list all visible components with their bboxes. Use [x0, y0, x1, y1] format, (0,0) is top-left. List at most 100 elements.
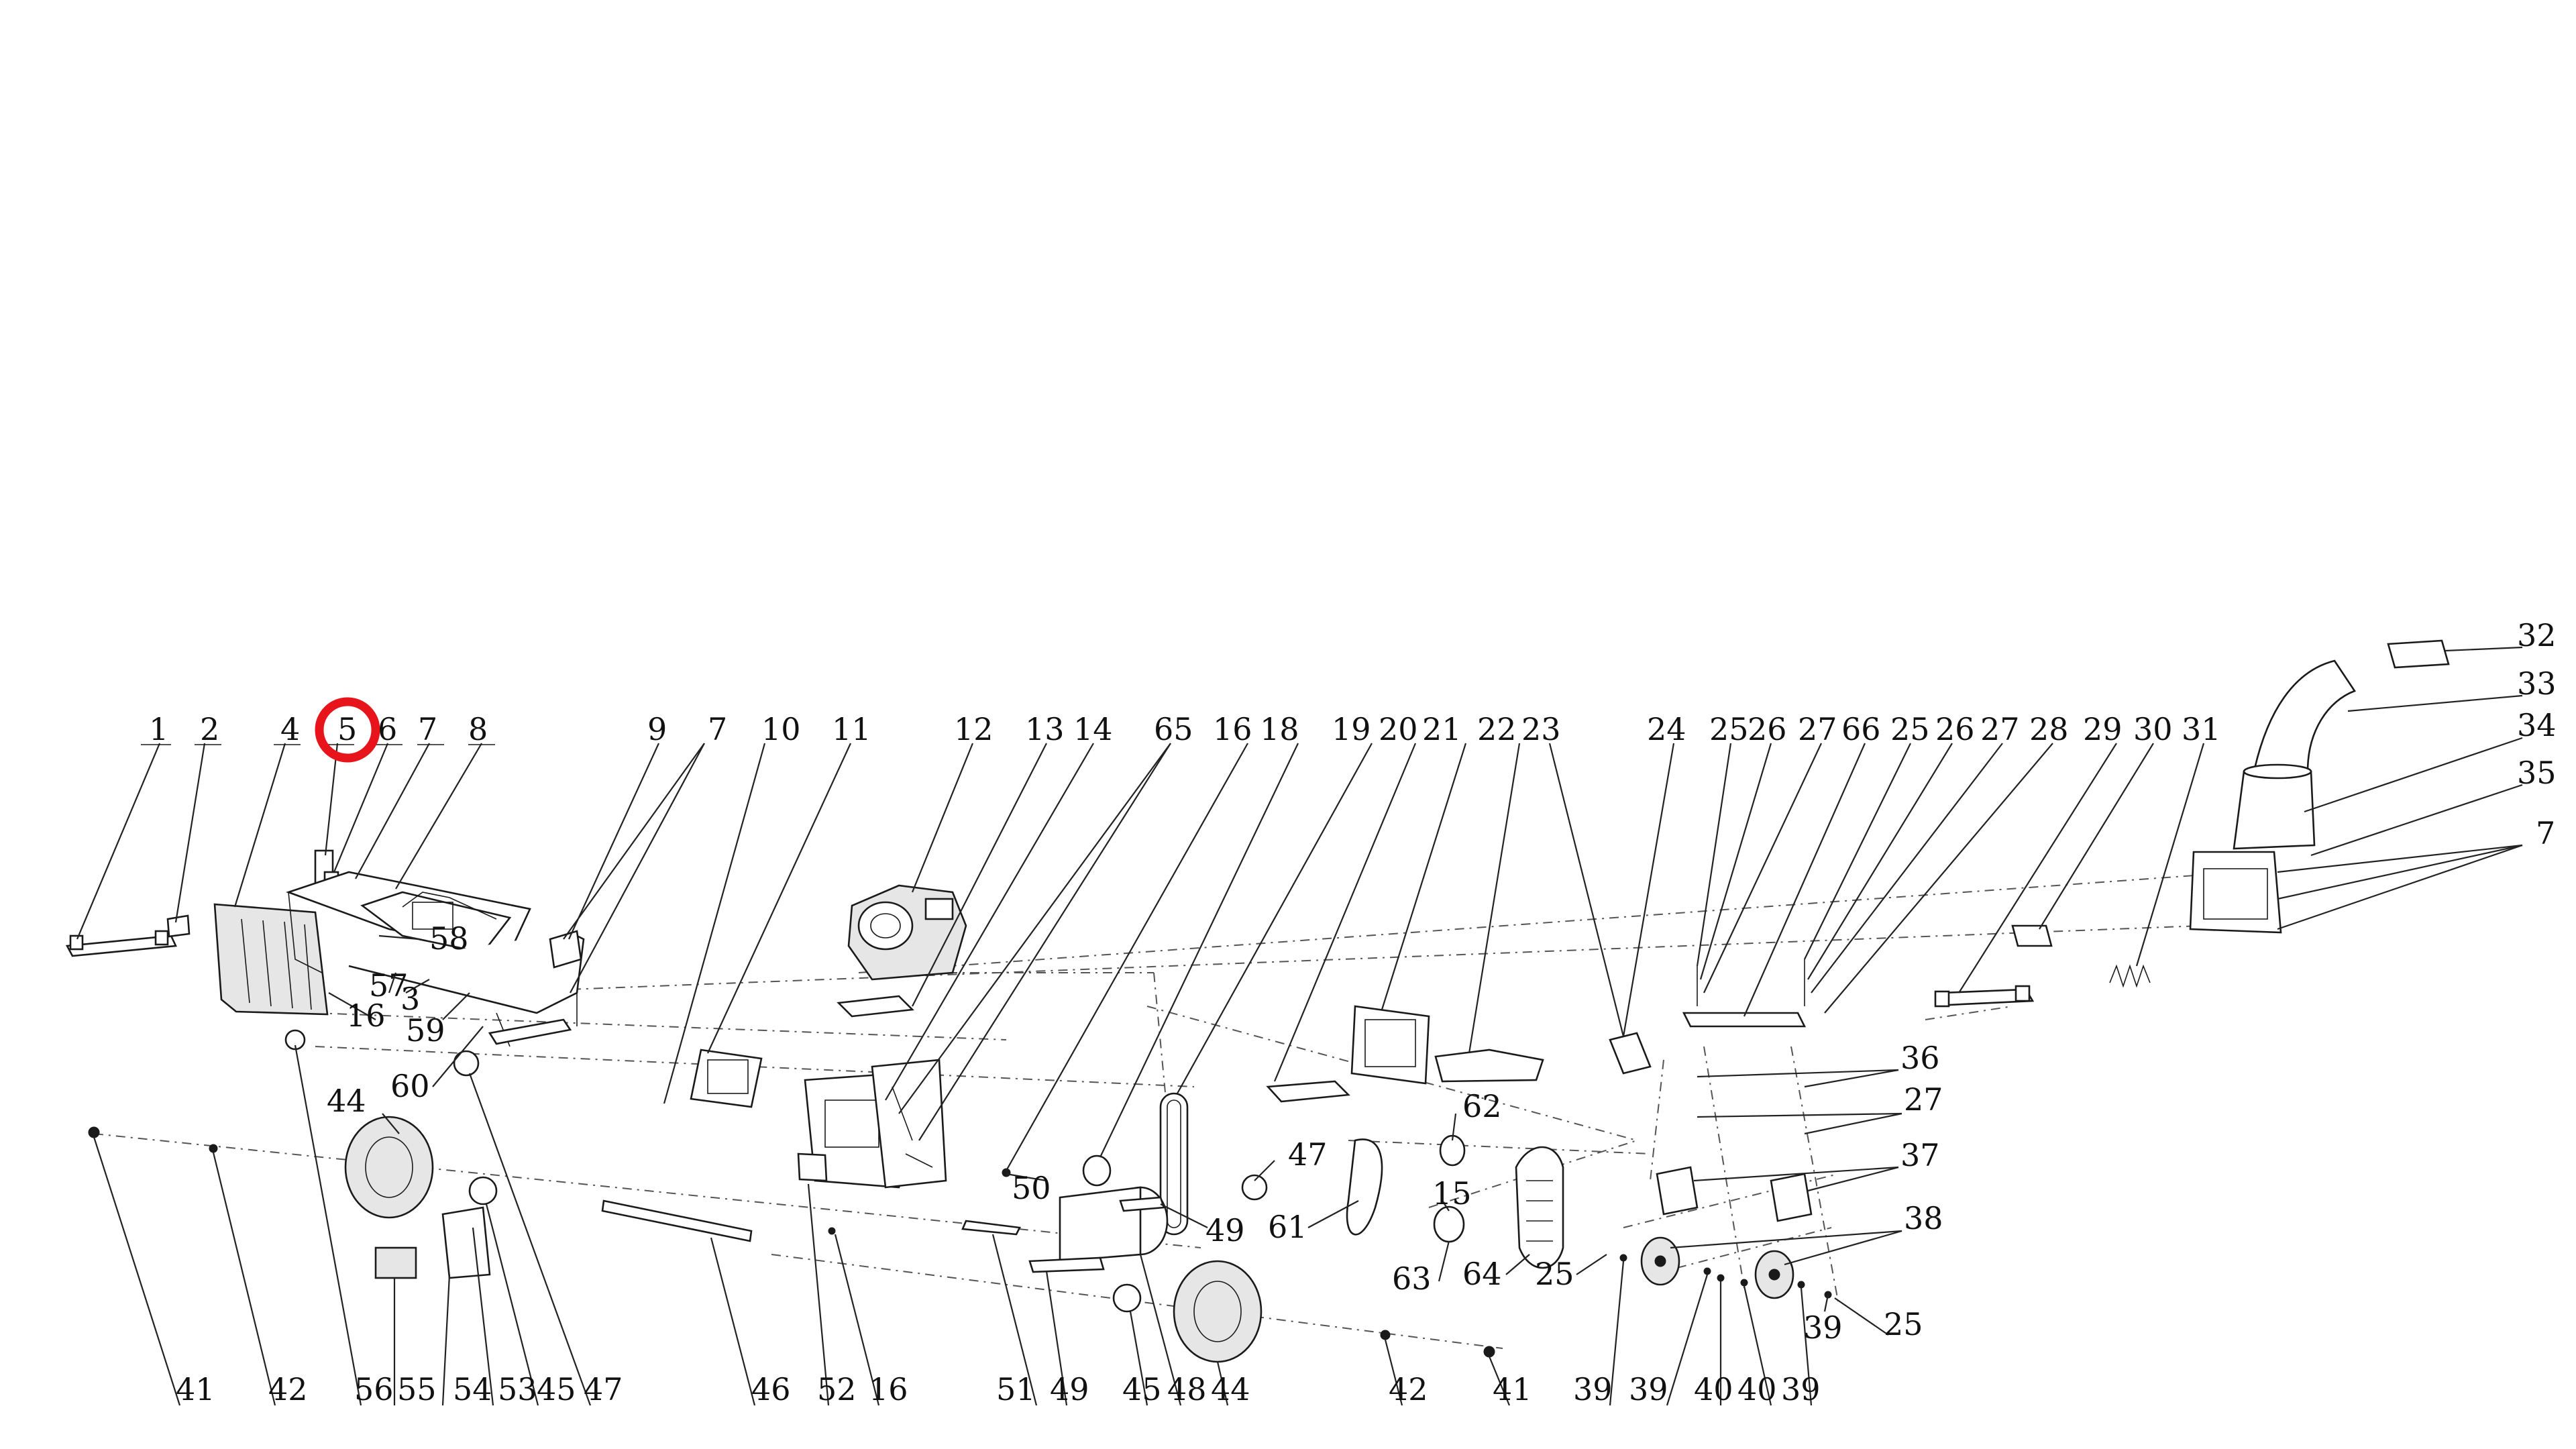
- part-53-54-bracket: [441, 1206, 491, 1279]
- callout-7b: 7: [708, 711, 727, 747]
- callout-32: 32: [2517, 617, 2557, 653]
- callout-63: 63: [1392, 1260, 1432, 1297]
- callout-60: 60: [390, 1068, 430, 1104]
- callout-53: 53: [498, 1371, 537, 1407]
- callout-38: 38: [1904, 1200, 1943, 1236]
- callout-49: 49: [1050, 1371, 1089, 1407]
- callout-16-mid: 16: [346, 998, 386, 1034]
- callouts-right-column: 32 33 34 35 7: [2517, 617, 2557, 851]
- callout-29: 29: [2083, 711, 2123, 747]
- callout-49-mid: 49: [1205, 1212, 1245, 1248]
- callout-47-mid: 47: [1288, 1136, 1328, 1173]
- callout-9: 9: [647, 711, 667, 747]
- callout-7: 7: [418, 711, 437, 747]
- callout-46: 46: [751, 1371, 791, 1407]
- part-10-plate: [690, 1049, 763, 1108]
- part-55-block: [374, 1246, 417, 1279]
- callout-26b: 26: [1935, 711, 1975, 747]
- callout-47: 47: [584, 1371, 623, 1407]
- callout-16: 16: [1213, 711, 1252, 747]
- callout-65: 65: [1154, 711, 1193, 747]
- part-2-bracket: [166, 914, 191, 938]
- callout-40: 40: [1694, 1371, 1733, 1407]
- part-44-wheels: [344, 1116, 1263, 1363]
- callout-55: 55: [397, 1371, 437, 1407]
- callout-50: 50: [1012, 1170, 1051, 1206]
- part-51-plate: [961, 1220, 1021, 1236]
- callout-45-bot: 45: [1122, 1371, 1162, 1407]
- callout-23: 23: [1521, 711, 1561, 747]
- callout-59: 59: [406, 1012, 445, 1049]
- part-23-bracket: [1609, 1032, 1652, 1075]
- callout-25: 25: [1709, 711, 1749, 747]
- part-33-chute: [2253, 659, 2356, 773]
- leader-lines: [76, 646, 2523, 1406]
- callout-56: 56: [354, 1371, 394, 1407]
- callout-8: 8: [468, 711, 488, 747]
- callout-25-mid: 25: [1535, 1256, 1574, 1292]
- callouts-middle: 58 57 3 16 59 60 44 62 47 50 49 61 15 63…: [327, 920, 1943, 1346]
- part-36-37-hangers: [1656, 1166, 1813, 1222]
- callout-35: 35: [2517, 755, 2557, 791]
- callout-2: 2: [200, 711, 219, 747]
- callout-25b: 25: [1890, 711, 1930, 747]
- callout-7c: 7: [2536, 815, 2555, 851]
- part-32-cap: [2387, 639, 2450, 669]
- part-30-spring: [2109, 964, 2151, 988]
- callout-27b: 27: [1980, 711, 2020, 747]
- part-35-chute-base: [2189, 851, 2282, 934]
- callout-34: 34: [2517, 707, 2557, 743]
- part-61-belt: [1346, 1138, 1383, 1236]
- part-21-screen: [1350, 1005, 1430, 1085]
- callout-3: 3: [400, 981, 420, 1017]
- callout-64: 64: [1462, 1256, 1502, 1292]
- part-29-bracket: [2011, 924, 2053, 947]
- part-46-axle: [601, 1199, 753, 1242]
- callout-44: 44: [1211, 1371, 1250, 1407]
- part-8-hopper-frame: [286, 871, 585, 1047]
- part-28-axle: [1934, 985, 2035, 1008]
- callout-28: 28: [2029, 711, 2069, 747]
- callout-1: 1: [149, 711, 168, 747]
- callout-42: 42: [268, 1371, 308, 1407]
- part-22-bracket: [1434, 1049, 1544, 1083]
- callout-51: 51: [996, 1371, 1036, 1407]
- part-1-bar: [65, 930, 177, 957]
- callout-41-bot: 41: [1493, 1371, 1532, 1407]
- callout-24: 24: [1647, 711, 1686, 747]
- highlight-circle: [315, 697, 380, 763]
- part-38-wheels: [1640, 1236, 1794, 1299]
- callout-27: 27: [1798, 711, 1837, 747]
- part-12-engine: [837, 884, 967, 1018]
- callout-14: 14: [1073, 711, 1113, 747]
- callout-58: 58: [429, 920, 469, 957]
- callout-52: 52: [817, 1371, 857, 1407]
- callout-54: 54: [453, 1371, 492, 1407]
- callout-42-bot: 42: [1389, 1371, 1428, 1407]
- callout-61: 61: [1268, 1209, 1307, 1245]
- callout-36: 36: [1900, 1040, 1940, 1076]
- callout-37: 37: [1900, 1137, 1940, 1173]
- part-19-belt: [1159, 1092, 1189, 1236]
- callout-10: 10: [761, 711, 801, 747]
- part-64-guard: [1515, 1146, 1564, 1269]
- callout-30: 30: [2133, 711, 2173, 747]
- callout-33: 33: [2517, 665, 2557, 702]
- callout-25-mid2: 25: [1884, 1306, 1923, 1342]
- callout-21: 21: [1422, 711, 1462, 747]
- callout-66: 66: [1841, 711, 1881, 747]
- callout-5: 5: [337, 711, 357, 747]
- callout-15: 15: [1432, 1175, 1472, 1212]
- callout-57: 57: [369, 967, 409, 1004]
- callout-13: 13: [1025, 711, 1065, 747]
- callout-16-bot: 16: [869, 1371, 908, 1407]
- part-45-47-hubs: [284, 1029, 1268, 1313]
- callout-4: 4: [280, 711, 300, 747]
- callout-44-mid: 44: [327, 1083, 366, 1119]
- callout-45: 45: [537, 1371, 576, 1407]
- part-4-panel: [213, 903, 329, 1016]
- callout-31: 31: [2182, 711, 2221, 747]
- callout-40b: 40: [1737, 1371, 1777, 1407]
- callout-19: 19: [1332, 711, 1371, 747]
